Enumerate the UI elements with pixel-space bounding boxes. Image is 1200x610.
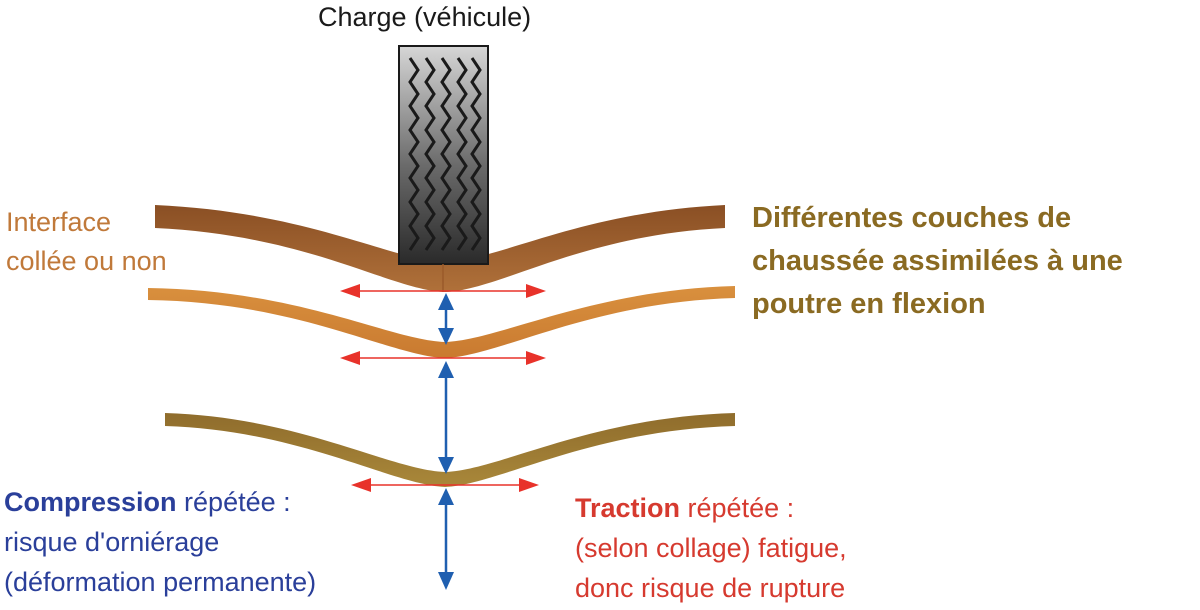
compression-note-line2: risque d'orniérage [4,527,220,557]
interface-note-line1: Interface [6,207,112,237]
middle-layer [148,286,735,358]
layers-note: Différentes couches de chaussée assimilé… [752,197,1123,326]
tyre-tread-icon [398,45,489,265]
tension-arrow-top [340,284,546,298]
compression-arrow-3 [438,488,454,590]
interface-note-line2: collée ou non [6,246,167,276]
tension-arrow-middle [340,351,546,365]
traction-note-rest: répétée : [680,493,795,523]
load-label: Charge (véhicule) [318,2,532,32]
layers-note-line3: poutre en flexion [752,288,986,320]
compression-note-line3: (déformation permanente) [4,567,317,597]
compression-term: Compression [4,487,177,517]
tension-arrow-bottom [351,478,539,492]
compression-note-line1: Compression répétée : [4,482,316,522]
layers-note-line2: chaussée assimilées à une [752,245,1123,277]
compression-arrow-2 [438,361,454,474]
compression-note: Compression répétée : risque d'orniérage… [4,482,316,602]
layers-note-line1: Différentes couches de [752,202,1072,234]
bottom-layer [165,413,735,487]
traction-term: Traction [575,493,681,523]
traction-note-line3: donc risque de rupture [575,573,846,603]
compression-note-rest: répétée : [176,487,291,517]
traction-note-line2: (selon collage) fatigue, [575,533,847,563]
traction-note: Traction répétée : (selon collage) fatig… [575,488,847,608]
top-layer [155,205,725,292]
compression-arrow-1 [438,293,454,345]
traction-note-line1: Traction répétée : [575,488,847,528]
interface-note: Interface collée ou non [6,203,167,281]
